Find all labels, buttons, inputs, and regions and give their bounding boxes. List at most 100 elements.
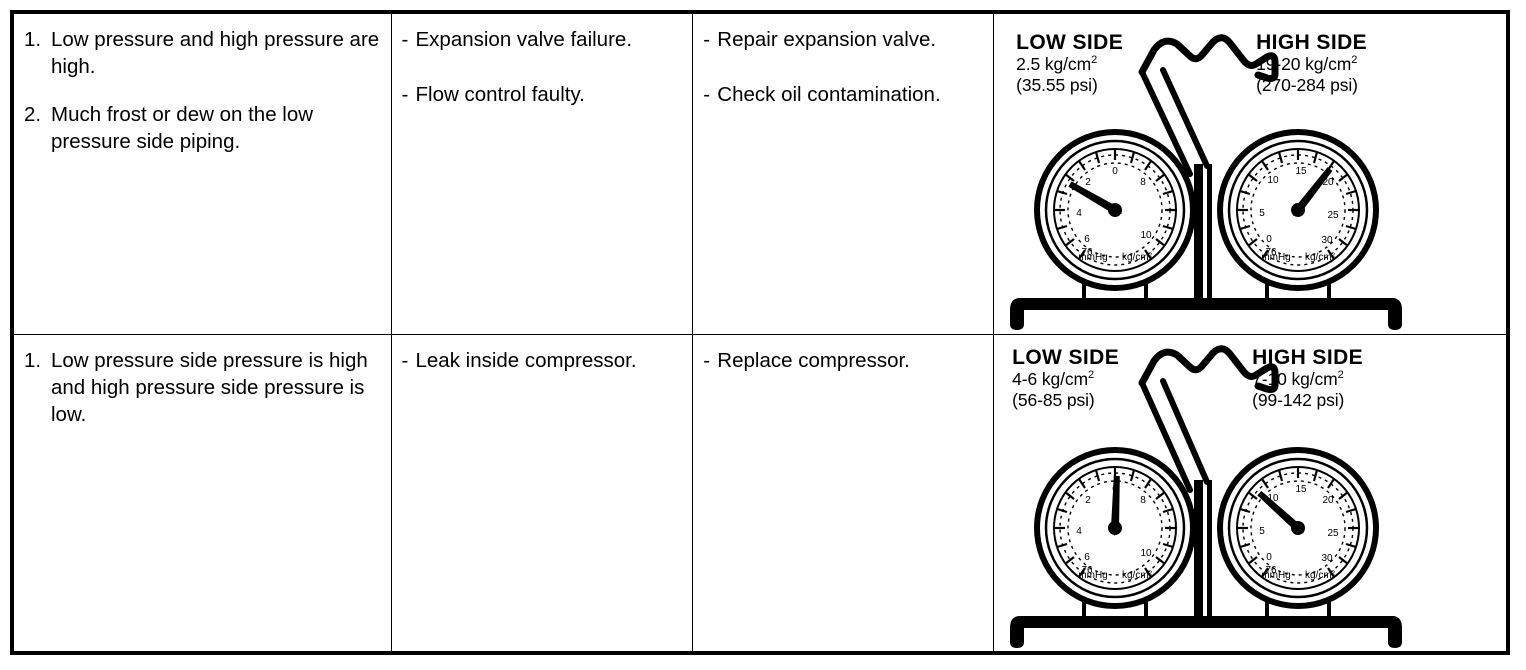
svg-text:6: 6 — [1084, 234, 1090, 245]
hanger-hook-icon — [1138, 344, 1279, 393]
high-side-psi: (270-284 psi) — [1256, 75, 1358, 96]
table-row: 1. Low pressure and high pressure are hi… — [11, 11, 1509, 335]
gauge-tick-marks — [1237, 149, 1360, 266]
gauge-tick-marks — [1054, 466, 1177, 584]
svg-text:30: 30 — [1322, 235, 1334, 246]
gauge-unit-kgcm: kg/cm² — [1305, 570, 1336, 581]
svg-text:10: 10 — [1141, 548, 1153, 559]
item-text: Much frost or dew on the low pressure si… — [51, 102, 314, 153]
low-side-kgcm-value: 4-6 kg/cm — [1012, 368, 1089, 389]
svg-text:6: 6 — [1084, 552, 1090, 563]
manifold-gauge-set: LOW SIDE 4-6 kg/cm2 (56-85 psi) HIGH SID… — [994, 335, 1507, 652]
item-text: Low pressure side pressure is high and h… — [51, 348, 368, 427]
item-text: Flow control faulty. — [415, 83, 585, 107]
svg-text:0: 0 — [1266, 234, 1272, 245]
svg-text:0: 0 — [1112, 166, 1118, 177]
high-side-title: HIGH SIDE — [1252, 345, 1364, 369]
dash-bullet: - — [703, 28, 711, 51]
superscript-two: 2 — [1337, 368, 1344, 381]
list-item: 2. Much frost or dew on the low pressure… — [24, 101, 383, 156]
svg-text:4: 4 — [1076, 526, 1082, 537]
svg-text:8: 8 — [1140, 495, 1146, 506]
gauge-unit-kgcm: kg/cm² — [1305, 252, 1336, 263]
svg-text:8: 8 — [1140, 177, 1146, 188]
gauge-scale-numbers: 15 10 5 0 20 25 30 76 — [1259, 484, 1339, 576]
svg-text:2: 2 — [1085, 177, 1091, 188]
dash-bullet: - — [401, 348, 409, 372]
list-item: - Leak inside compressor. — [402, 347, 685, 374]
list-item: - Flow control faulty. — [402, 81, 685, 108]
svg-text:30: 30 — [1322, 553, 1334, 564]
svg-text:10: 10 — [1268, 493, 1280, 504]
cell-symptom: 1. Low pressure side pressure is high an… — [11, 333, 392, 654]
svg-text:2: 2 — [1085, 495, 1091, 506]
item-number: 1. — [24, 348, 42, 372]
svg-text:20: 20 — [1323, 495, 1335, 506]
svg-text:15: 15 — [1296, 484, 1308, 495]
gauge-unit-mmhg: mmHg — [1078, 252, 1107, 263]
gauge-needle — [1291, 167, 1333, 217]
high-side-label-group: HIGH SIDE 7-10 kg/cm2 (99-142 psi) — [1252, 345, 1364, 412]
svg-text:4: 4 — [1076, 208, 1082, 219]
high-side-label-group: HIGH SIDE 19-20 kg/cm2 (270-284 psi) — [1256, 31, 1368, 97]
troubleshooting-table: 1. Low pressure and high pressure are hi… — [10, 10, 1510, 655]
gauge-unit-mmhg: mmHg — [1261, 570, 1290, 581]
base-foot-right — [1384, 298, 1403, 330]
low-pressure-gauge: 0 2 4 6 8 10 76 mmHg kg/cm² — [1034, 129, 1197, 291]
gauge-unit-kgcm: kg/cm² — [1122, 252, 1153, 263]
item-text: Expansion valve failure. — [415, 28, 633, 51]
high-pressure-gauge: 15 10 5 0 20 25 30 76 mmHg — [1217, 446, 1380, 609]
manifold-base-bar — [1016, 615, 1399, 628]
base-foot-left — [1010, 298, 1029, 330]
svg-text:25: 25 — [1328, 210, 1340, 221]
center-column — [1194, 164, 1204, 304]
low-side-kgcm: 2.5 kg/cm2 — [1016, 54, 1123, 75]
gauge-needle — [1257, 490, 1306, 535]
manifold-base-bar — [1016, 298, 1399, 310]
hanger-stem — [1139, 377, 1211, 493]
svg-text:0: 0 — [1266, 552, 1272, 563]
cell-cause: - Expansion valve failure. - Flow contro… — [390, 11, 694, 335]
base-foot-left — [1010, 615, 1029, 648]
svg-text:76: 76 — [1266, 247, 1278, 258]
list-item: 1. Low pressure side pressure is high an… — [24, 347, 383, 429]
low-side-label-group: LOW SIDE 2.5 kg/cm2 (35.55 psi) — [1016, 31, 1123, 97]
hanger-stem — [1139, 67, 1211, 177]
cell-symptom: 1. Low pressure and high pressure are hi… — [11, 11, 392, 335]
list-item: - Check oil contamination. — [703, 81, 985, 108]
svg-text:20: 20 — [1323, 177, 1335, 188]
low-side-title: LOW SIDE — [1012, 345, 1120, 369]
low-side-kgcm: 4-6 kg/cm2 — [1012, 369, 1119, 390]
svg-text:76: 76 — [1082, 247, 1094, 258]
item-text: Low pressure and high pressure are high. — [51, 28, 380, 79]
center-column — [1194, 479, 1204, 620]
manifold-illustration-row1: 0 2 4 6 8 10 76 mmHg kg/cm² — [1010, 34, 1403, 330]
base-foot-right — [1384, 615, 1403, 648]
low-pressure-gauge: 0 2 4 6 8 10 76 mmHg kg/cm² — [1034, 446, 1197, 609]
item-text: Repair expansion valve. — [717, 28, 937, 51]
low-side-psi: (35.55 psi) — [1016, 75, 1098, 96]
high-side-title: HIGH SIDE — [1256, 31, 1368, 54]
high-side-kgcm: 19-20 kg/cm2 — [1256, 54, 1367, 75]
dash-bullet: - — [401, 28, 409, 51]
item-number: 1. — [24, 28, 42, 51]
gauge-needle — [1068, 181, 1123, 217]
list-item: - Repair expansion valve. — [703, 26, 985, 53]
gauge-tick-marks — [1054, 149, 1177, 266]
gauge-tick-marks — [1237, 466, 1360, 584]
low-side-label-group: LOW SIDE 4-6 kg/cm2 (56-85 psi) — [1012, 345, 1120, 412]
manifold-gauge-set: LOW SIDE 2.5 kg/cm2 (35.55 psi) HIGH SID… — [994, 14, 1507, 334]
manifold-illustration-row2: 0 2 4 6 8 10 76 mmHg kg/cm² — [1010, 344, 1403, 648]
dash-bullet: - — [703, 83, 711, 107]
hanger-hook-icon — [1138, 34, 1279, 82]
high-pressure-gauge: 15 10 5 0 20 25 30 76 mmHg — [1217, 129, 1380, 291]
item-text: Leak inside compressor. — [415, 348, 637, 372]
center-column-2 — [1207, 479, 1213, 620]
high-side-kgcm-value: 7-10 kg/cm — [1252, 368, 1338, 389]
svg-text:10: 10 — [1141, 230, 1153, 241]
superscript-two: 2 — [1351, 54, 1358, 67]
gauge-scale-numbers: 0 2 4 6 8 10 76 — [1076, 166, 1152, 258]
svg-text:25: 25 — [1328, 528, 1340, 539]
list-item: 1. Low pressure and high pressure are hi… — [24, 26, 383, 81]
